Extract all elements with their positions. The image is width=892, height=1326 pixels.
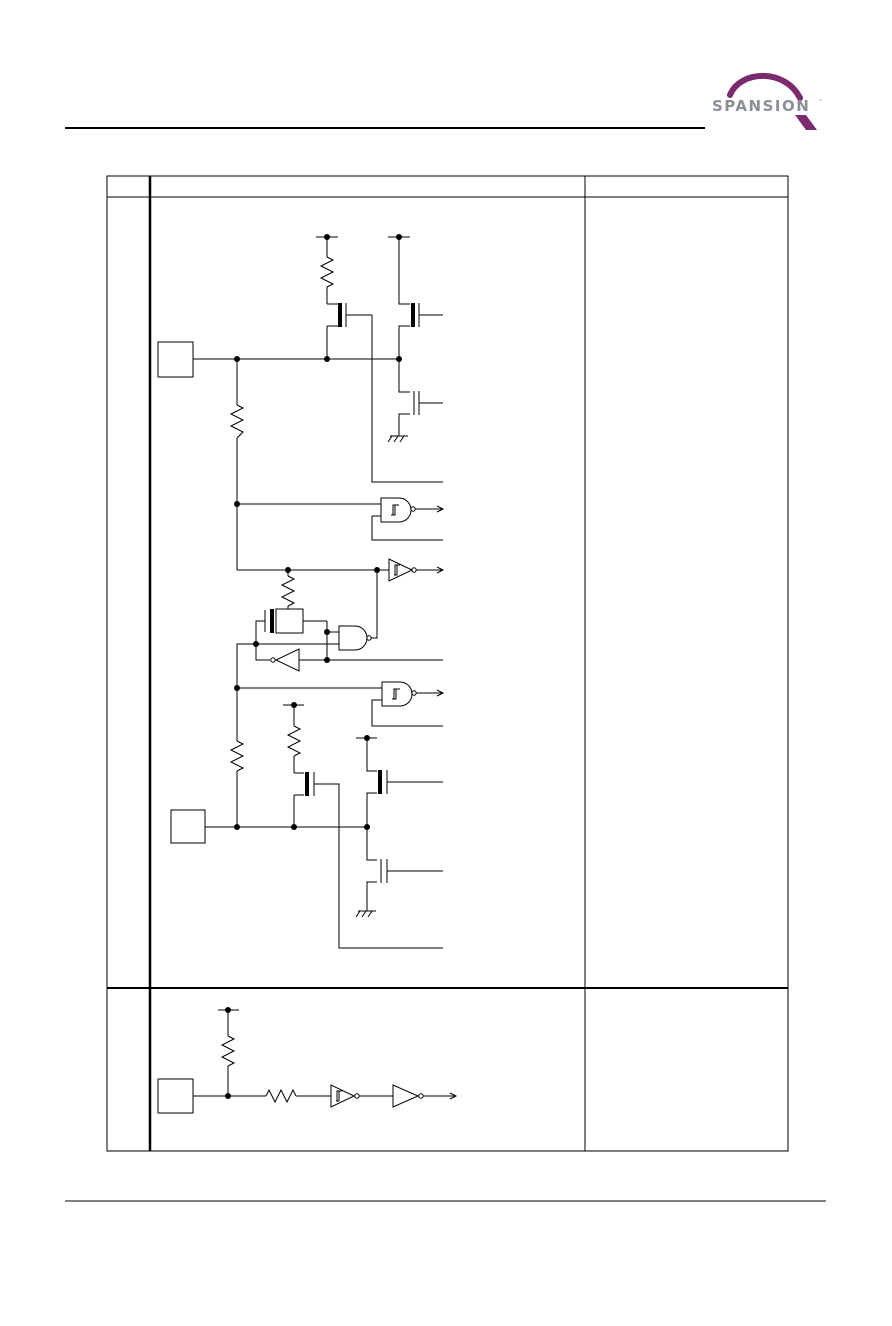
pullup-resistor-2 — [280, 575, 296, 607]
nand-gate — [338, 625, 368, 651]
inverter-2 — [392, 1084, 420, 1108]
wire — [398, 237, 410, 305]
input-pad — [157, 1078, 194, 1114]
inverter — [274, 648, 300, 672]
wire — [371, 699, 443, 727]
wire — [314, 783, 443, 949]
output-arrow — [423, 1092, 458, 1100]
inv-bubble — [270, 657, 276, 663]
io-pad-1 — [157, 341, 194, 378]
schmitt-nand-2 — [381, 681, 413, 707]
header: SPANSION ™ — [65, 73, 823, 130]
ground-symbol — [355, 902, 377, 918]
junction-dots — [225, 234, 402, 1099]
ground-symbol — [387, 427, 409, 443]
io-pad-2 — [170, 809, 206, 844]
pullup-resistor-1 — [319, 256, 335, 288]
schematic-upper — [157, 236, 445, 949]
wire — [371, 570, 378, 639]
schmitt-symbol — [391, 504, 399, 516]
logo-tail — [795, 115, 817, 130]
series-resistor-3 — [265, 1088, 297, 1104]
pullup-resistor-4 — [220, 1035, 236, 1067]
logo-swoosh — [727, 73, 803, 101]
pass-gate — [275, 608, 304, 634]
wire — [255, 620, 270, 661]
table-border — [106, 175, 789, 1152]
io-circuit-table — [106, 175, 789, 1152]
logo-tm: ™ — [818, 99, 823, 105]
wire — [371, 516, 443, 541]
series-resistor-2 — [229, 740, 245, 772]
schmitt-inverter-2 — [330, 1084, 356, 1108]
schmitt-symbol — [394, 564, 400, 576]
wire — [236, 643, 339, 688]
inv-bubble — [418, 1093, 424, 1099]
schmitt-symbol — [392, 688, 400, 700]
wire — [366, 738, 377, 772]
output-arrow — [416, 689, 445, 697]
wire — [398, 413, 410, 428]
output-arrow — [415, 505, 445, 513]
schmitt-inverter — [388, 558, 414, 582]
spansion-logo: SPANSION ™ — [712, 73, 823, 130]
logo-text: SPANSION — [712, 97, 810, 115]
wire — [366, 881, 377, 903]
series-resistor-1 — [229, 404, 245, 439]
schematic-lower — [157, 1009, 458, 1114]
inv-bubble — [354, 1093, 360, 1099]
wire — [346, 314, 443, 483]
schmitt-nand-1 — [380, 497, 412, 523]
schmitt-symbol — [336, 1090, 342, 1102]
output-arrow — [416, 566, 445, 574]
pullup-resistor-3 — [286, 725, 302, 757]
